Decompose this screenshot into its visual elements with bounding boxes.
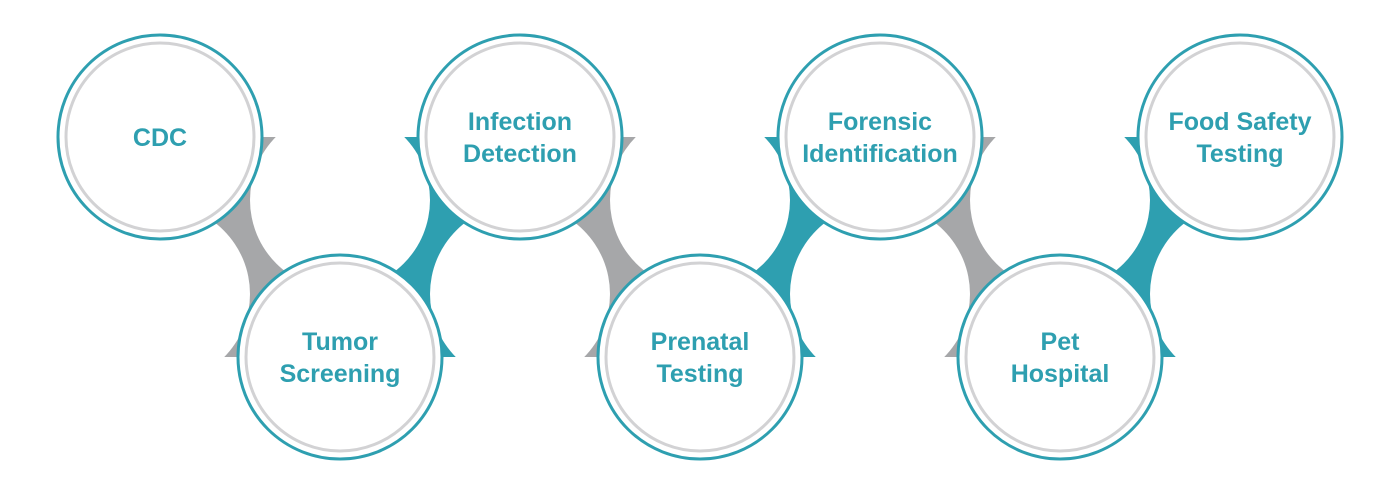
- node-label: Prenatal: [651, 328, 750, 356]
- node-label: Tumor: [302, 328, 378, 356]
- carve-shape: [610, 110, 790, 290]
- carve-shape: [1150, 204, 1330, 384]
- node-label: Pet: [1041, 328, 1081, 356]
- node-label: CDC: [133, 124, 187, 152]
- node-label: Detection: [463, 140, 577, 168]
- node-label: Testing: [1196, 140, 1283, 168]
- node-label: Infection: [468, 108, 572, 136]
- node-label: Screening: [280, 360, 401, 388]
- carve-shape: [250, 110, 430, 290]
- node-label: Food Safety: [1168, 108, 1311, 136]
- inner-ring: [1144, 41, 1336, 233]
- connector-carves: [70, 110, 1330, 384]
- inner-ring: [64, 41, 256, 233]
- node-label: Testing: [656, 360, 743, 388]
- node-label: Identification: [802, 140, 958, 168]
- inner-ring: [964, 261, 1156, 453]
- carve-shape: [430, 204, 610, 384]
- carve-shape: [970, 110, 1150, 290]
- inner-ring: [784, 41, 976, 233]
- node-label: Forensic: [828, 108, 932, 136]
- carve-shape: [70, 204, 250, 384]
- inner-ring: [604, 261, 796, 453]
- node-label: Hospital: [1011, 360, 1110, 388]
- carve-shape: [790, 204, 970, 384]
- node-circle: CDC: [56, 33, 264, 241]
- inner-ring: [424, 41, 616, 233]
- inner-ring: [244, 261, 436, 453]
